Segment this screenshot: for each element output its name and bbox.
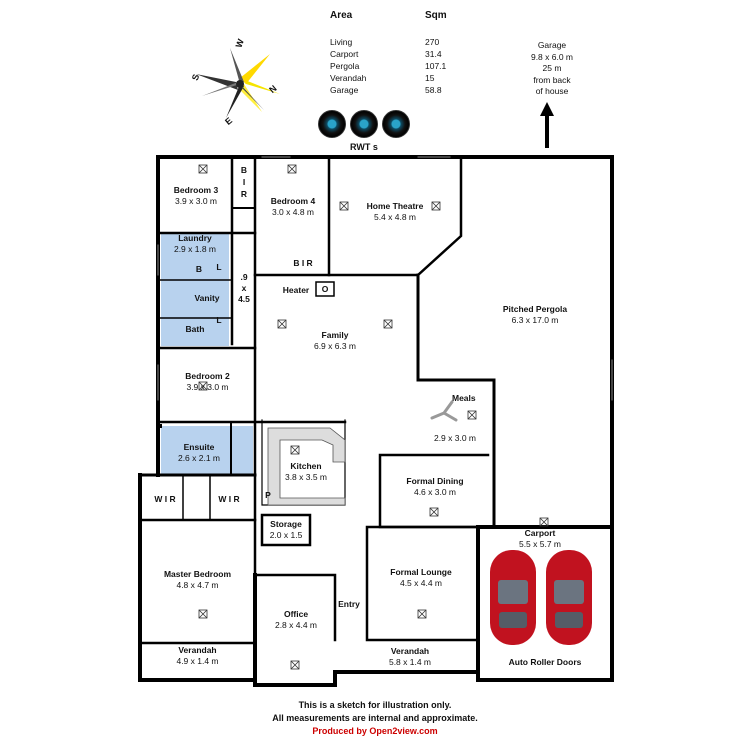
light-marker: [429, 507, 439, 517]
area-row: Garage 58.8: [330, 84, 447, 96]
light-marker: [277, 319, 287, 329]
area-row: Living 270: [330, 36, 447, 48]
garage-note-line: 9.8 x 6.0 m: [530, 51, 574, 62]
footer-note: All measurements are internal and approx…: [272, 713, 478, 723]
light-marker: [417, 609, 427, 619]
garage-note-line: 25 m: [542, 63, 562, 73]
compass-icon: [196, 48, 280, 118]
arrow-up-icon: [540, 102, 554, 148]
footer-credit: Produced by Open2view.com: [312, 726, 438, 736]
wet-area-ensuite: [161, 426, 253, 474]
light-marker: [339, 201, 349, 211]
area-name: Pergola: [330, 61, 360, 71]
rainwater-tank-icon: [382, 110, 410, 138]
light-marker: [290, 445, 300, 455]
room-bir-2: B I R: [293, 258, 313, 268]
garage-note-line: of house: [535, 86, 569, 96]
fixture-pantry: P: [265, 490, 271, 500]
ceiling-fan-icon: [430, 400, 458, 422]
area-name: Carport: [330, 49, 359, 59]
room-entry: Entry: [338, 599, 360, 609]
light-marker: [431, 201, 441, 211]
area-row: Verandah 15: [330, 72, 447, 84]
rwt-label: RWT s: [350, 142, 378, 152]
light-marker: [290, 660, 300, 670]
heater-unit: [315, 281, 335, 297]
room-bir-1: B I R: [240, 165, 248, 199]
roller-doors-label: Auto Roller Doors: [508, 657, 582, 667]
wet-area-laundry-bath: [161, 234, 229, 346]
area-header: Area: [330, 10, 353, 21]
garage-note-line: Garage: [537, 40, 567, 50]
light-marker: [383, 319, 393, 329]
garage-note: Garage 9.8 x 6.0 m 25 m from back of hou…: [520, 40, 584, 98]
area-table: Area Sqm Living 270 Carport 31.4 Pergola 10…: [330, 10, 447, 96]
heater-symbol: O: [321, 284, 329, 294]
room-wir-2: W I R: [218, 494, 240, 504]
area-row: Pergola 107.1: [330, 60, 447, 72]
area-value: 31.4: [425, 49, 442, 59]
fixture-linen: L: [216, 315, 222, 325]
light-marker: [287, 164, 297, 174]
sqm-header: Sqm: [425, 10, 447, 21]
area-name: Living: [330, 37, 353, 47]
rainwater-tank-icon: [318, 110, 346, 138]
area-value: 270: [425, 37, 440, 47]
footer-note: This is a sketch for illustration only.: [298, 700, 452, 710]
light-marker: [198, 609, 208, 619]
light-marker: [539, 517, 549, 527]
garage-note-line: from back: [533, 74, 571, 85]
light-marker: [198, 381, 208, 391]
area-value: 107.1: [425, 61, 447, 71]
rainwater-tank-icon: [350, 110, 378, 138]
car-icon: [546, 550, 592, 645]
area-value: 15: [425, 73, 435, 83]
light-marker: [198, 164, 208, 174]
room-meals-dims: 2.9 x 3.0 m: [433, 433, 477, 443]
kitchen-bench: [267, 427, 346, 506]
room-vanity: Vanity: [194, 293, 220, 303]
room-wir-1: W I R: [154, 494, 176, 504]
light-marker: [467, 410, 477, 420]
area-value: 58.8: [425, 85, 442, 95]
car-icon: [490, 550, 536, 645]
fixture-basin: B: [195, 264, 203, 274]
heater-label: Heater: [282, 285, 310, 295]
room-meals-label: Meals: [452, 393, 476, 403]
area-row: Carport 31.4: [330, 48, 447, 60]
fixture-linen: L: [216, 262, 222, 272]
area-name: Garage: [330, 85, 359, 95]
area-name: Verandah: [330, 73, 367, 83]
room-bath: Bath: [185, 324, 205, 334]
